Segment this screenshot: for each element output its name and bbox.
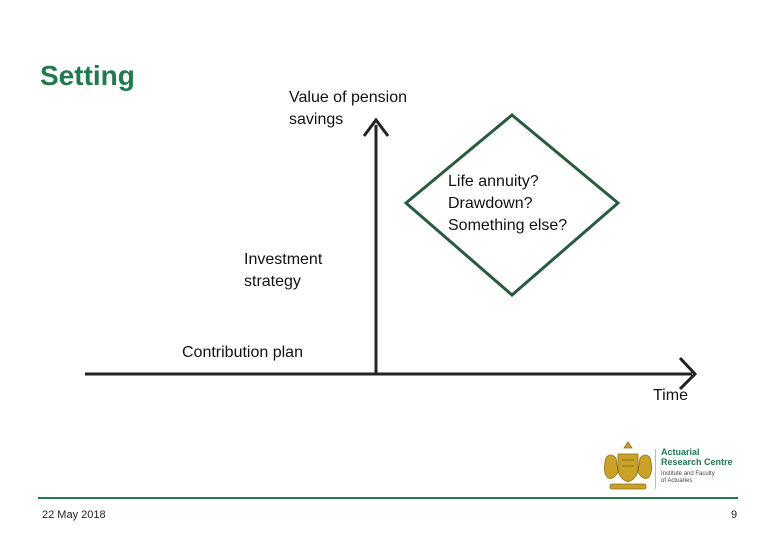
logo-line2: Research Centre (661, 457, 733, 467)
logo-line1: Actuarial (661, 447, 700, 457)
logo-text: Actuarial Research Centre Institute and … (661, 448, 733, 485)
y-axis-arrowhead (362, 117, 390, 137)
y-axis-label: Value of pension savings (289, 89, 408, 128)
diamond-text: Life annuity? Drawdown? Something else? (448, 173, 568, 234)
footer-divider (38, 497, 738, 499)
logo-sub1: Institute and Faculty (661, 471, 715, 477)
contribution-plan-label: Contribution plan (182, 344, 303, 361)
slide-title: Setting (40, 60, 135, 91)
decision-diamond (403, 113, 621, 297)
logo-sub2: of Actuaries (661, 478, 693, 484)
page-number: 9 (731, 509, 738, 521)
x-axis-label: Time (653, 387, 688, 404)
x-axis-arrowhead (678, 356, 698, 391)
logo-divider (655, 449, 656, 489)
footer-date: 22 May 2018 (42, 509, 106, 521)
investment-strategy-label: Investment strategy (244, 251, 323, 290)
coat-of-arms-icon (604, 441, 652, 490)
